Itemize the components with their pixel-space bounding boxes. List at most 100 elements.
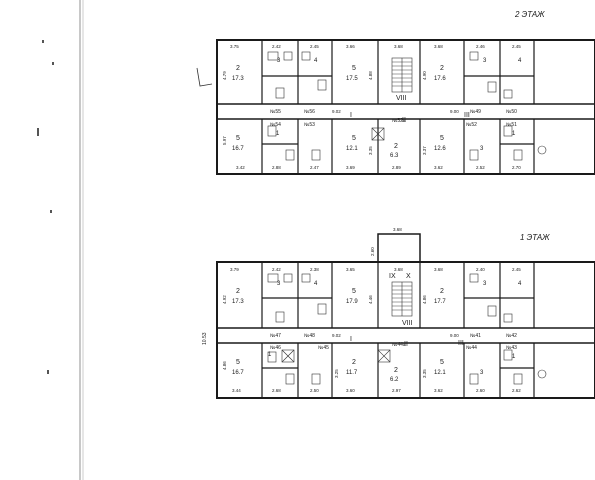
dim-label: 4.92 [222, 295, 227, 304]
room-number: 2 [440, 288, 444, 295]
room-number: 4 [518, 58, 522, 64]
dim-label: 3.37 [422, 146, 427, 155]
apartment-number: №51 [506, 122, 517, 128]
room-number: 1 [276, 131, 280, 137]
section-label: II [402, 117, 406, 124]
section-label: II [404, 341, 408, 348]
dim-label: 2.88 [272, 165, 281, 170]
room-area: 6.3 [390, 153, 399, 159]
dim-label: 4.86 [222, 361, 227, 370]
dims-corridor: 9.02 9.00 [332, 109, 459, 114]
apartment-number: №53 [304, 122, 315, 128]
dim-label: 3.68 [394, 267, 403, 272]
room-area: 12.6 [434, 146, 446, 152]
room-number: 5 [236, 135, 240, 142]
dim-label: 4.86 [422, 295, 427, 304]
room-area: 16.7 [232, 146, 244, 152]
section-label: VIII [402, 320, 413, 327]
room-number: 5 [440, 359, 444, 366]
room-number: 5 [440, 135, 444, 142]
dim-label: 2.89 [392, 165, 401, 170]
dim-label: 4.79 [222, 71, 227, 80]
dim-label: 2.45 [512, 267, 521, 272]
dim-label: 3.68 [434, 267, 443, 272]
stair [391, 57, 413, 93]
dims-bottom: 3.42 2.88 2.47 3.69 2.89 3.62 2.52 2.70 [236, 165, 521, 170]
dim-label: 2.50 [310, 388, 319, 393]
section-label: IX [389, 273, 396, 280]
dims-side: 4.79 4.88 4.90 5.97 3.35 3.37 [222, 71, 427, 155]
dim-label: 3.42 [236, 165, 245, 170]
dim-label: 9.00 [450, 109, 459, 114]
room-area: 17.7 [434, 299, 446, 305]
apartment-number: №41 [470, 333, 481, 339]
dim-label: 3.62 [434, 388, 443, 393]
dim-label: 2.70 [512, 165, 521, 170]
room-area: 17.6 [434, 76, 446, 82]
dim-label: 3.68 [434, 44, 443, 49]
dim-label: 3.79 [230, 267, 239, 272]
room-number: 3 [483, 281, 487, 287]
apartment-number: №46 [270, 345, 281, 351]
dim-label: 4.46 [368, 295, 373, 304]
room-number: 2 [236, 288, 240, 295]
dim-label: 9.02 [332, 109, 341, 114]
apartment-number: №50 [506, 109, 517, 115]
partitions-bottom [261, 343, 535, 398]
room-number: 4 [518, 281, 522, 287]
room-number: 1 [268, 352, 272, 358]
room-number: 2 [236, 65, 240, 72]
room-area: 17.3 [232, 76, 244, 82]
roman-labels: I II III VIII IX X [350, 273, 464, 348]
room-area: 17.5 [346, 76, 358, 82]
dim-label: 5.97 [222, 136, 227, 145]
room-area: 6.2 [390, 377, 399, 383]
dims-corridor: 9.02 9.00 [332, 333, 459, 338]
dim-label: 2.97 [392, 388, 401, 393]
section-label: III [464, 112, 470, 119]
dim-label: 10.53 [202, 332, 208, 345]
room-number: 4 [314, 281, 318, 287]
dim-label: 3.66 [346, 44, 355, 49]
dim-label: 2.46 [476, 44, 485, 49]
stair [391, 281, 413, 317]
vestibule-wall [377, 233, 421, 263]
dim-label: 3.60 [346, 388, 355, 393]
section-label: X [406, 273, 411, 280]
dim-label: 3.35 [422, 369, 427, 378]
dim-label: 2.40 [476, 267, 485, 272]
dim-label: 3.75 [230, 44, 239, 49]
floor-title: 1 ЭТАЖ [520, 233, 550, 242]
shaft-icon [281, 349, 391, 363]
apartment-number: №55 [270, 109, 281, 115]
dims-side: 4.92 4.46 4.86 4.86 3.25 3.35 [222, 295, 427, 378]
section-label: VIII [396, 95, 407, 102]
apartment-labels: №55 №56 №54 №53 №52а №52 №49 №50 №51 [270, 109, 517, 128]
rooms: 2 17.3 5 17.9 2 17.7 5 16.7 2 11.7 2 6.2… [232, 288, 446, 383]
apartment-number: №43 [506, 345, 517, 351]
partitions-top [261, 40, 535, 104]
room-number: 2 [394, 367, 398, 374]
dim-label: 2.60 [370, 247, 375, 256]
room-number: 4 [314, 58, 318, 64]
partitions-top [261, 262, 535, 328]
dim-label: 2.38 [310, 267, 319, 272]
apartment-number: №49 [470, 109, 481, 115]
section-label: I [350, 112, 352, 119]
apartment-number: №52 [466, 122, 477, 128]
room-number: 5 [236, 359, 240, 366]
sanitary-fixtures [267, 273, 547, 385]
room-number: 1 [512, 131, 516, 137]
dim-label: 3.35 [368, 146, 373, 155]
outer-wall [216, 39, 595, 175]
apartment-number: №44 [466, 345, 477, 351]
dim-label: 3.44 [232, 388, 241, 393]
dim-label: 9.02 [332, 333, 341, 338]
dims-bottom: 3.44 2.68 2.50 3.60 2.97 3.62 2.60 2.62 [232, 388, 521, 393]
section-label: III [458, 340, 464, 347]
room-number: 1 [512, 354, 516, 360]
apartment-number: №44а [392, 342, 406, 348]
dim-label: 2.68 [272, 388, 281, 393]
floor-plan-1: 1 ЭТАЖ 3.68 2.60 [202, 227, 595, 399]
